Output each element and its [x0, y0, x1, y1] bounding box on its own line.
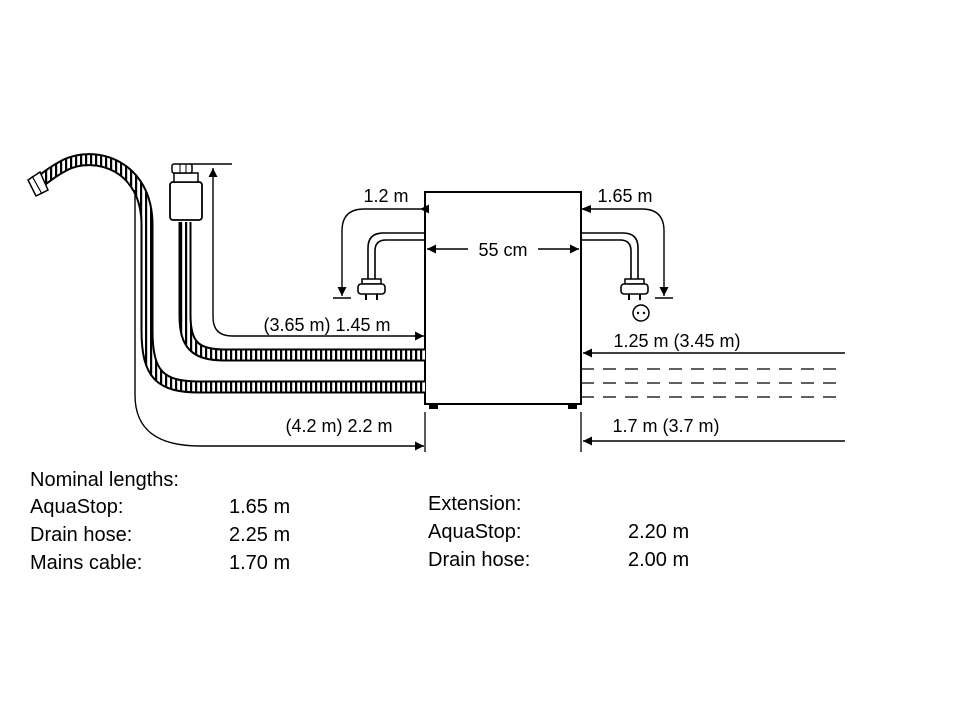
right-extension-lines: 1.25 m (3.45 m): [581, 331, 845, 398]
nominal-label-mains-cable: Mains cable:: [30, 552, 143, 574]
lower-hose-dimension: (4.2 m) 2.2 m: [134, 190, 426, 452]
right-cable-label: 1.65 m: [597, 186, 652, 206]
plug-icon: [357, 278, 386, 300]
nominal-label-drain-hose: Drain hose:: [30, 524, 133, 546]
right-lower-dimension: 1.7 m (3.7 m): [580, 412, 845, 452]
width-dimension: 55 cm: [427, 240, 579, 260]
width-label: 55 cm: [478, 240, 527, 260]
nominal-value-aquastop: 1.65 m: [229, 496, 291, 518]
extension-value-aquastop: 2.20 m: [628, 521, 690, 543]
nominal-label-aquastop: AquaStop:: [30, 496, 124, 518]
right-mains-cable: [581, 232, 650, 322]
left-cable-label: 1.2 m: [363, 186, 408, 206]
drain-hose: [27, 153, 425, 394]
lower-hose-label: (4.2 m) 2.2 m: [285, 416, 392, 436]
nominal-value-mains-cable: 1.70 m: [229, 552, 291, 574]
aquastop-hose: [169, 163, 425, 362]
right-cable-dimension: 1.65 m: [581, 186, 673, 299]
nominal-value-drain-hose: 2.25 m: [229, 524, 291, 546]
left-cable-dimension: 1.2 m: [333, 186, 429, 299]
left-mains-cable: [357, 232, 425, 300]
upper-hose-dimension: (3.65 m) 1.45 m: [190, 163, 424, 341]
right-lower-label: 1.7 m (3.7 m): [612, 416, 719, 436]
socket-icon: [632, 304, 650, 322]
dishwasher-body: [424, 191, 582, 409]
extension-label-aquastop: AquaStop:: [428, 521, 522, 543]
aquastop-valve-icon: [169, 163, 203, 221]
right-upper-label: 1.25 m (3.45 m): [613, 331, 740, 351]
extension-value-drain-hose: 2.00 m: [628, 549, 690, 571]
plug-icon: [620, 278, 649, 300]
nominal-title: Nominal lengths:: [30, 469, 179, 491]
extension-title: Extension:: [428, 493, 522, 515]
upper-hose-label: (3.65 m) 1.45 m: [263, 315, 390, 335]
extension-label-drain-hose: Drain hose:: [428, 549, 531, 571]
